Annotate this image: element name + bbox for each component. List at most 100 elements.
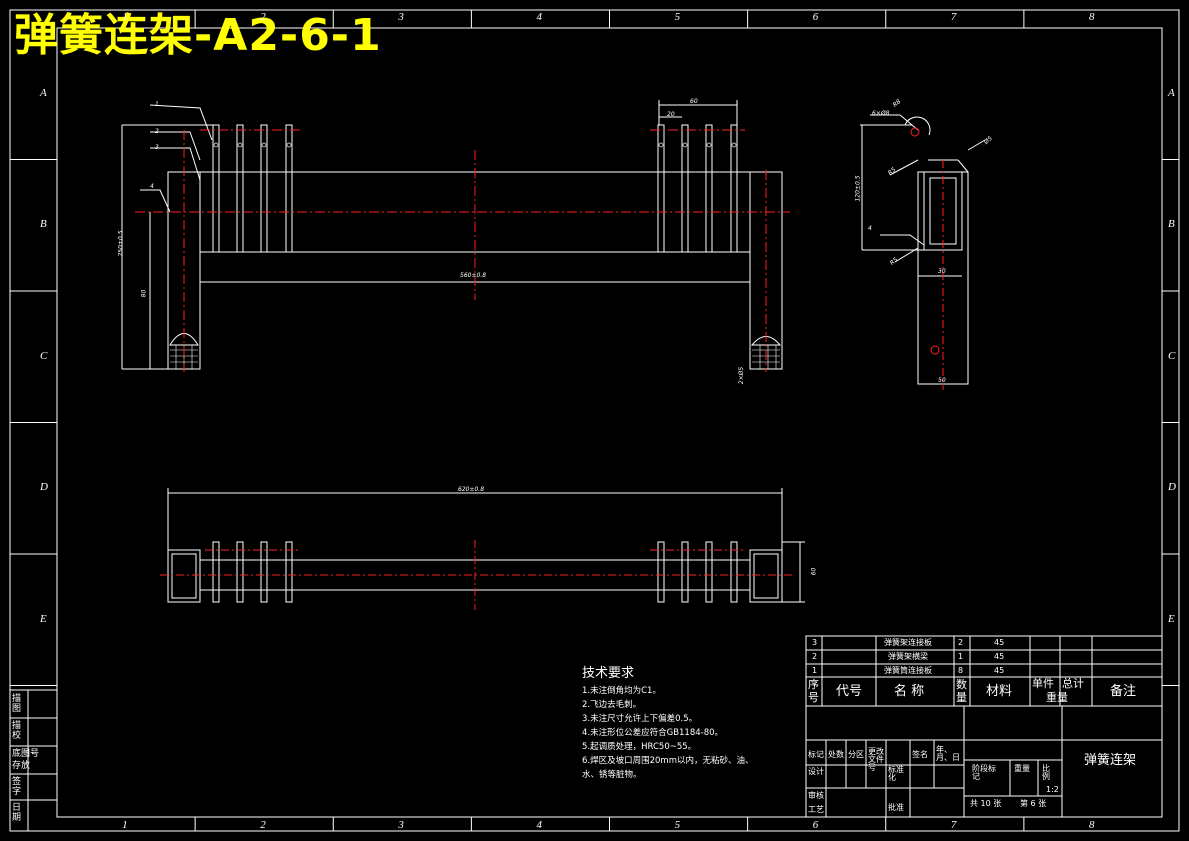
dim-weld: 4	[150, 183, 154, 190]
bom-name: 弹簧架横梁	[888, 652, 928, 661]
notes-heading: 技术要求	[582, 666, 635, 681]
grid-col-label: 1	[122, 819, 128, 831]
sidebar-check: 描校	[12, 721, 22, 741]
bom-name: 弹簧架连接板	[884, 638, 932, 647]
bom-header-code: 代号	[836, 684, 863, 699]
note-item: 1.未注倒角均为C1。	[582, 686, 661, 696]
tb-sheets-total: 共 10 张	[970, 799, 1002, 808]
bom-qty: 8	[958, 666, 964, 675]
grid-col-label: 6	[812, 819, 819, 831]
dim-top-inner: 20	[667, 111, 675, 118]
grid-col-label: 1	[122, 11, 128, 23]
grid-col-label: 6	[812, 11, 819, 23]
grid-col-label: 3	[398, 819, 404, 831]
tb-weight: 重量	[1014, 764, 1030, 773]
dim-side-weld: 4	[868, 225, 872, 232]
grid-row-label: E	[40, 612, 47, 625]
bom-material: 45	[994, 666, 1005, 675]
note-item: 2.飞边去毛刺。	[582, 700, 642, 710]
technical-notes: 技术要求 1.未注倒角均为C1。 2.飞边去毛刺。 3.未注尺寸允许上下偏差0.…	[582, 667, 754, 782]
grid-col-label: 5	[674, 819, 681, 831]
tb-process: 工艺	[808, 805, 824, 814]
grid-row-label: D	[1168, 481, 1176, 494]
sidebar-date: 日期	[12, 803, 22, 823]
leader-2: 2	[155, 128, 159, 135]
bom-qty: 1	[958, 652, 964, 661]
tb-standard: 标准化	[888, 765, 904, 782]
bom-header-material: 材料	[986, 684, 1013, 699]
dim-leg-bottom: 2×Ø5	[738, 366, 746, 385]
tb-date: 年、月、日	[936, 745, 960, 762]
dim-side-height: 120±0.5	[854, 175, 862, 202]
dim-side-width-bottom: 50	[938, 377, 946, 384]
note-item: 水、锈等脏物。	[582, 770, 642, 780]
grid-row-label: D	[40, 481, 48, 494]
leader-3: 3	[155, 144, 159, 151]
sidebar-sign: 签字	[12, 777, 22, 797]
bom-header-unit: 单件	[1032, 677, 1054, 690]
tb-design: 设计	[808, 767, 824, 776]
dim-leg: 80	[140, 289, 148, 298]
grid-col-label: 3	[398, 11, 404, 23]
tb-change-doc: 更改文件号	[868, 747, 884, 772]
note-item: 3.未注尺寸允许上下偏差0.5。	[582, 714, 698, 724]
grid-row-label: C	[1168, 349, 1176, 362]
dim-height: 250±0.5	[117, 230, 125, 257]
tb-sheet-no: 第 6 张	[1020, 799, 1047, 808]
bom-header-no: 序号	[808, 678, 819, 704]
bom-material: 45	[994, 652, 1005, 661]
dim-plan-width: 60	[810, 567, 818, 576]
bom-header-remark: 备注	[1110, 684, 1137, 699]
tb-scale: 比例	[1042, 764, 1050, 781]
grid-row-label: A	[1168, 86, 1175, 99]
grid-row-label: C	[40, 349, 48, 362]
sidebar-base-no: 底图号	[12, 749, 40, 759]
bom-header-total: 总计	[1062, 677, 1084, 690]
bom-no: 2	[812, 652, 818, 661]
dim-side-c1: 6×Ø8	[872, 110, 890, 117]
dim-main-length: 560±0.8	[460, 272, 487, 279]
bom-qty: 2	[958, 638, 964, 647]
tb-scale-value: 1:2	[1046, 785, 1059, 794]
bom-name: 弹簧筒连接板	[884, 666, 932, 675]
tb-zone: 分区	[848, 750, 864, 759]
grid-row-label: B	[40, 218, 47, 231]
tb-stage: 阶段标记	[972, 764, 996, 781]
grid-row-label: B	[1168, 218, 1175, 231]
bom-no: 3	[812, 638, 818, 647]
tb-review: 审核	[808, 791, 824, 800]
grid-col-label: 7	[950, 819, 957, 831]
grid-col-label: 8	[1088, 11, 1095, 23]
tb-approve: 批准	[888, 803, 904, 812]
leader-1: 1	[155, 101, 159, 108]
bom-material: 45	[994, 638, 1005, 647]
note-item: 5.起调质处理，HRC50~55。	[582, 742, 697, 752]
sidebar-store: 存放	[12, 761, 31, 771]
note-item: 4.未注形位公差应符合GB1184-80。	[582, 728, 724, 738]
drawing-title: 弹簧连架-A2-6-1	[14, 10, 382, 61]
grid-col-label: 5	[674, 11, 681, 23]
grid-col-label: 4	[536, 11, 542, 23]
note-item: 6.焊区及坡口周围20mm以内，无粘砂、油、	[582, 756, 754, 766]
grid-col-label: 4	[536, 819, 542, 831]
part-name: 弹簧连架	[1084, 753, 1137, 768]
tb-sign: 签名	[912, 750, 928, 759]
bom-header-mass: 重量	[1046, 691, 1068, 704]
tb-mark: 标记	[808, 750, 824, 759]
dim-top-width: 60	[690, 98, 698, 105]
sidebar-trace: 描图	[12, 694, 22, 714]
bom-header-qty: 数量	[956, 678, 967, 704]
dim-side-width-top: 30	[938, 268, 946, 275]
grid-col-label: 8	[1088, 819, 1095, 831]
grid-col-label: 2	[260, 819, 266, 831]
bom-no: 1	[812, 666, 818, 675]
grid-col-label: 2	[260, 11, 266, 23]
grid-row-label: A	[40, 86, 47, 99]
bom-header-name: 名 称	[894, 684, 925, 699]
grid-col-label: 7	[950, 11, 957, 23]
grid-row-label: E	[1168, 612, 1175, 625]
dim-overall-length: 620±0.8	[458, 486, 485, 493]
tb-count: 处数	[828, 750, 844, 759]
